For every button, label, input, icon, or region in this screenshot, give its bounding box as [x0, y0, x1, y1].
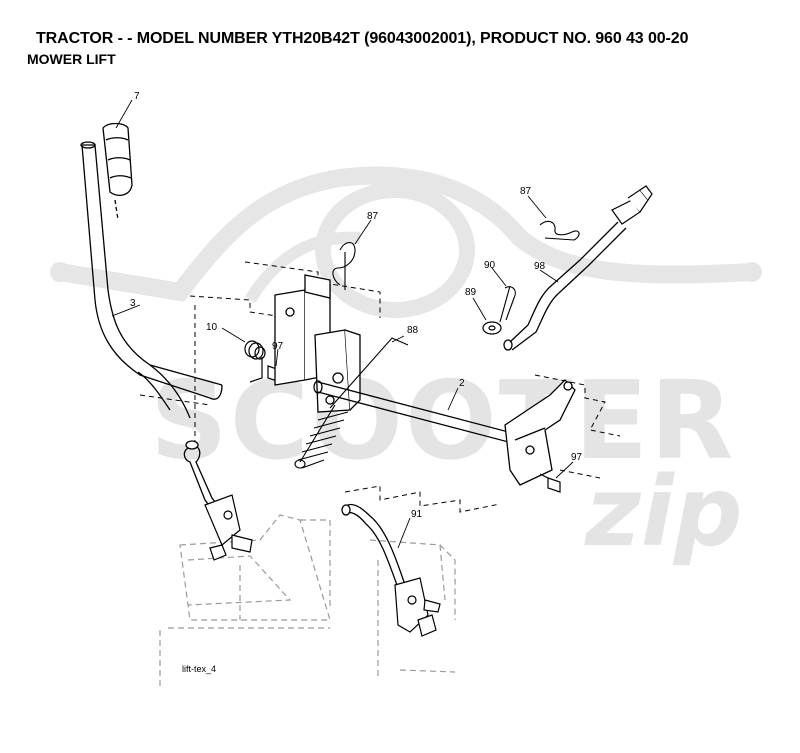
part-label-3: 3	[130, 298, 136, 309]
part-labels: 7 3 10 97 87 88 2 87 90 98 89 97 91	[130, 91, 583, 520]
page-title: TRACTOR - - MODEL NUMBER YTH20B42T (9604…	[36, 30, 689, 47]
spring-10	[244, 340, 266, 383]
watermark-script-text: zip	[584, 456, 743, 568]
diagram-caption: lift-tex_4	[182, 664, 216, 674]
extension-spring-88	[294, 337, 409, 469]
center-bracket	[274, 274, 361, 413]
hairpin-87-center	[332, 241, 356, 290]
bolt-97-right	[539, 473, 561, 493]
part-label-7: 7	[134, 91, 140, 102]
hairpin-87-right	[539, 220, 580, 241]
frame-outline	[159, 514, 456, 690]
watermark-scooter-logo	[50, 166, 762, 318]
part-label-91: 91	[411, 509, 423, 520]
part-label-89: 89	[465, 287, 477, 298]
part-label-97-right: 97	[571, 452, 583, 463]
part-label-2: 2	[459, 378, 465, 389]
page-subtitle: MOWER LIFT	[27, 51, 116, 67]
lift-link-left	[183, 440, 229, 521]
lift-shaft-2	[313, 380, 521, 446]
clip-90	[499, 285, 516, 323]
part-label-87-center: 87	[367, 211, 379, 222]
part-label-88: 88	[407, 325, 419, 336]
lift-link-91	[341, 503, 406, 589]
part-label-98: 98	[534, 261, 546, 272]
lift-bracket-left	[204, 494, 253, 561]
lift-handle-rod	[80, 141, 223, 419]
leader-lines	[111, 99, 574, 549]
washer-89	[482, 321, 502, 335]
part-label-10: 10	[206, 322, 218, 333]
handle-grip	[102, 122, 133, 221]
watermark: SCOOTER zip	[50, 166, 762, 568]
watermark-logo-text: SCOOTER	[150, 359, 735, 484]
lift-arm-right	[504, 379, 576, 486]
link-rod-98	[503, 221, 627, 351]
part-label-87-right: 87	[520, 186, 532, 197]
lift-bracket-right	[394, 577, 441, 637]
adjuster-fitting	[611, 185, 653, 225]
part-label-90: 90	[484, 260, 496, 271]
part-label-97-left: 97	[272, 341, 284, 352]
